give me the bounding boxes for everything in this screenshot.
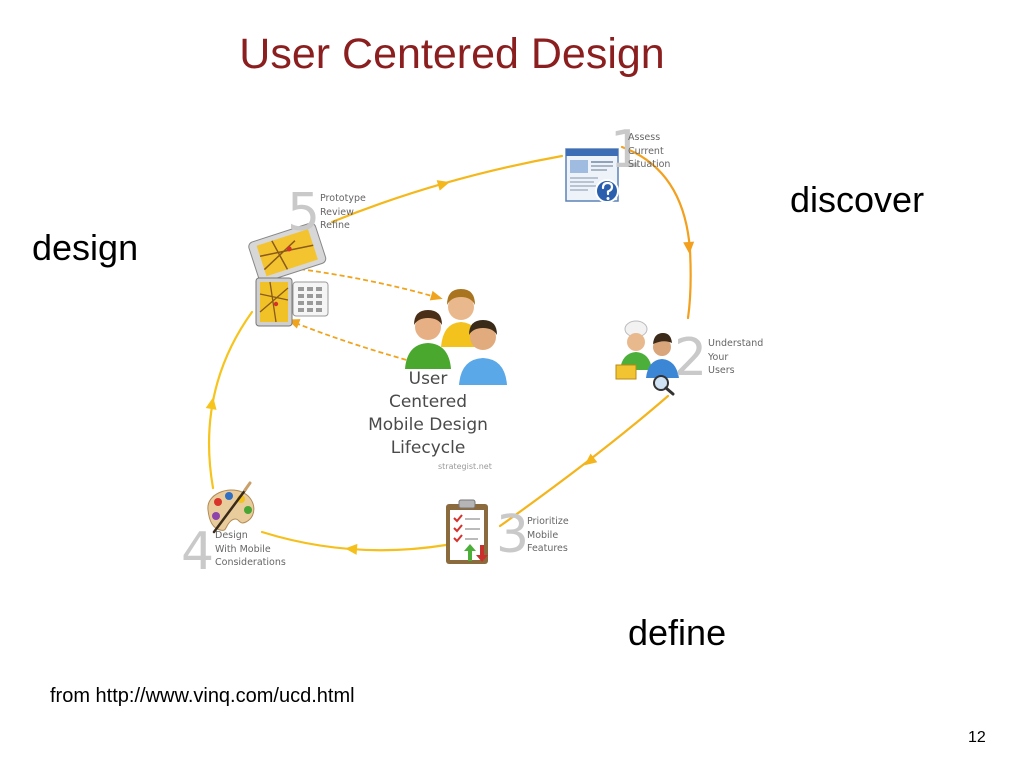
stage-label-line: Situation — [628, 159, 671, 170]
center-label-line: Mobile Design — [368, 415, 488, 435]
phase-label-design: design — [32, 227, 139, 268]
center-label-line: Lifecycle — [390, 438, 466, 458]
arrowhead — [429, 290, 443, 301]
center-label-line: Centered — [388, 392, 468, 412]
stage-label-line: Considerations — [215, 557, 286, 568]
stage-label-line: With Mobile — [215, 543, 271, 555]
browser-window-question-icon — [565, 148, 619, 203]
stage-label-line: Review — [320, 206, 354, 218]
source-citation: from http://www.vinq.com/ucd.html — [50, 685, 355, 707]
arrowhead — [436, 180, 450, 191]
slide-title: User Centered Design — [239, 30, 665, 78]
stage-label-line: Mobile — [527, 529, 559, 541]
arrowhead — [683, 241, 695, 254]
diagram-credit: strategist.net — [438, 462, 492, 471]
stage-4-label: Design With Mobile Considerations — [215, 529, 286, 570]
stage-label-line: Prototype — [320, 193, 366, 204]
stage-label-line: Current — [628, 145, 664, 157]
stage-label-line: Features — [527, 543, 568, 554]
stage-label-line: Your — [708, 351, 729, 363]
stage-1-number: 1 — [610, 120, 644, 180]
stage-3-number: 3 — [496, 505, 530, 565]
users-research-icon — [615, 320, 679, 396]
stage-4-number: 4 — [181, 522, 215, 582]
stage-2-label: Understand Your Users — [708, 337, 763, 378]
stage-3-label: Prioritize Mobile Features — [527, 515, 569, 556]
stage-label-line: Refine — [320, 220, 350, 231]
stage-label-line: Assess — [628, 132, 661, 143]
cycle-arrowheads — [205, 180, 695, 555]
stage-label-line: Prioritize — [527, 516, 569, 527]
phase-label-discover: discover — [790, 179, 925, 220]
stage-label-line: Understand — [708, 338, 764, 349]
arrow-prototype-to-assess — [330, 154, 564, 224]
lifecycle-center-label: User Centered Mobile Design Lifecycle — [328, 368, 528, 460]
user-group-icon — [405, 289, 507, 385]
center-label-line: User — [408, 369, 448, 389]
arrow-design-to-prototype — [207, 310, 254, 490]
mobile-phones-icon — [248, 222, 329, 327]
arrowhead — [584, 453, 598, 466]
clipboard-checklist-icon — [446, 499, 488, 564]
cycle-arrows — [207, 145, 692, 552]
arrowhead — [205, 397, 217, 410]
stage-label-line: Users — [708, 365, 735, 376]
stage-5-label: Prototype Review Refine — [320, 192, 366, 233]
stage-label-line: Design — [215, 530, 248, 541]
stage-2-number: 2 — [674, 328, 708, 388]
arrowhead — [345, 543, 358, 555]
dashed-arrow-to-prototype — [297, 323, 415, 363]
stage-1-label: Assess Current Situation — [628, 131, 670, 172]
phase-label-define: define — [628, 612, 727, 653]
dashed-arrow-to-users — [291, 267, 433, 297]
paint-palette-icon — [207, 481, 255, 534]
page-number: 12 — [968, 729, 986, 746]
stage-5-number: 5 — [287, 183, 321, 243]
